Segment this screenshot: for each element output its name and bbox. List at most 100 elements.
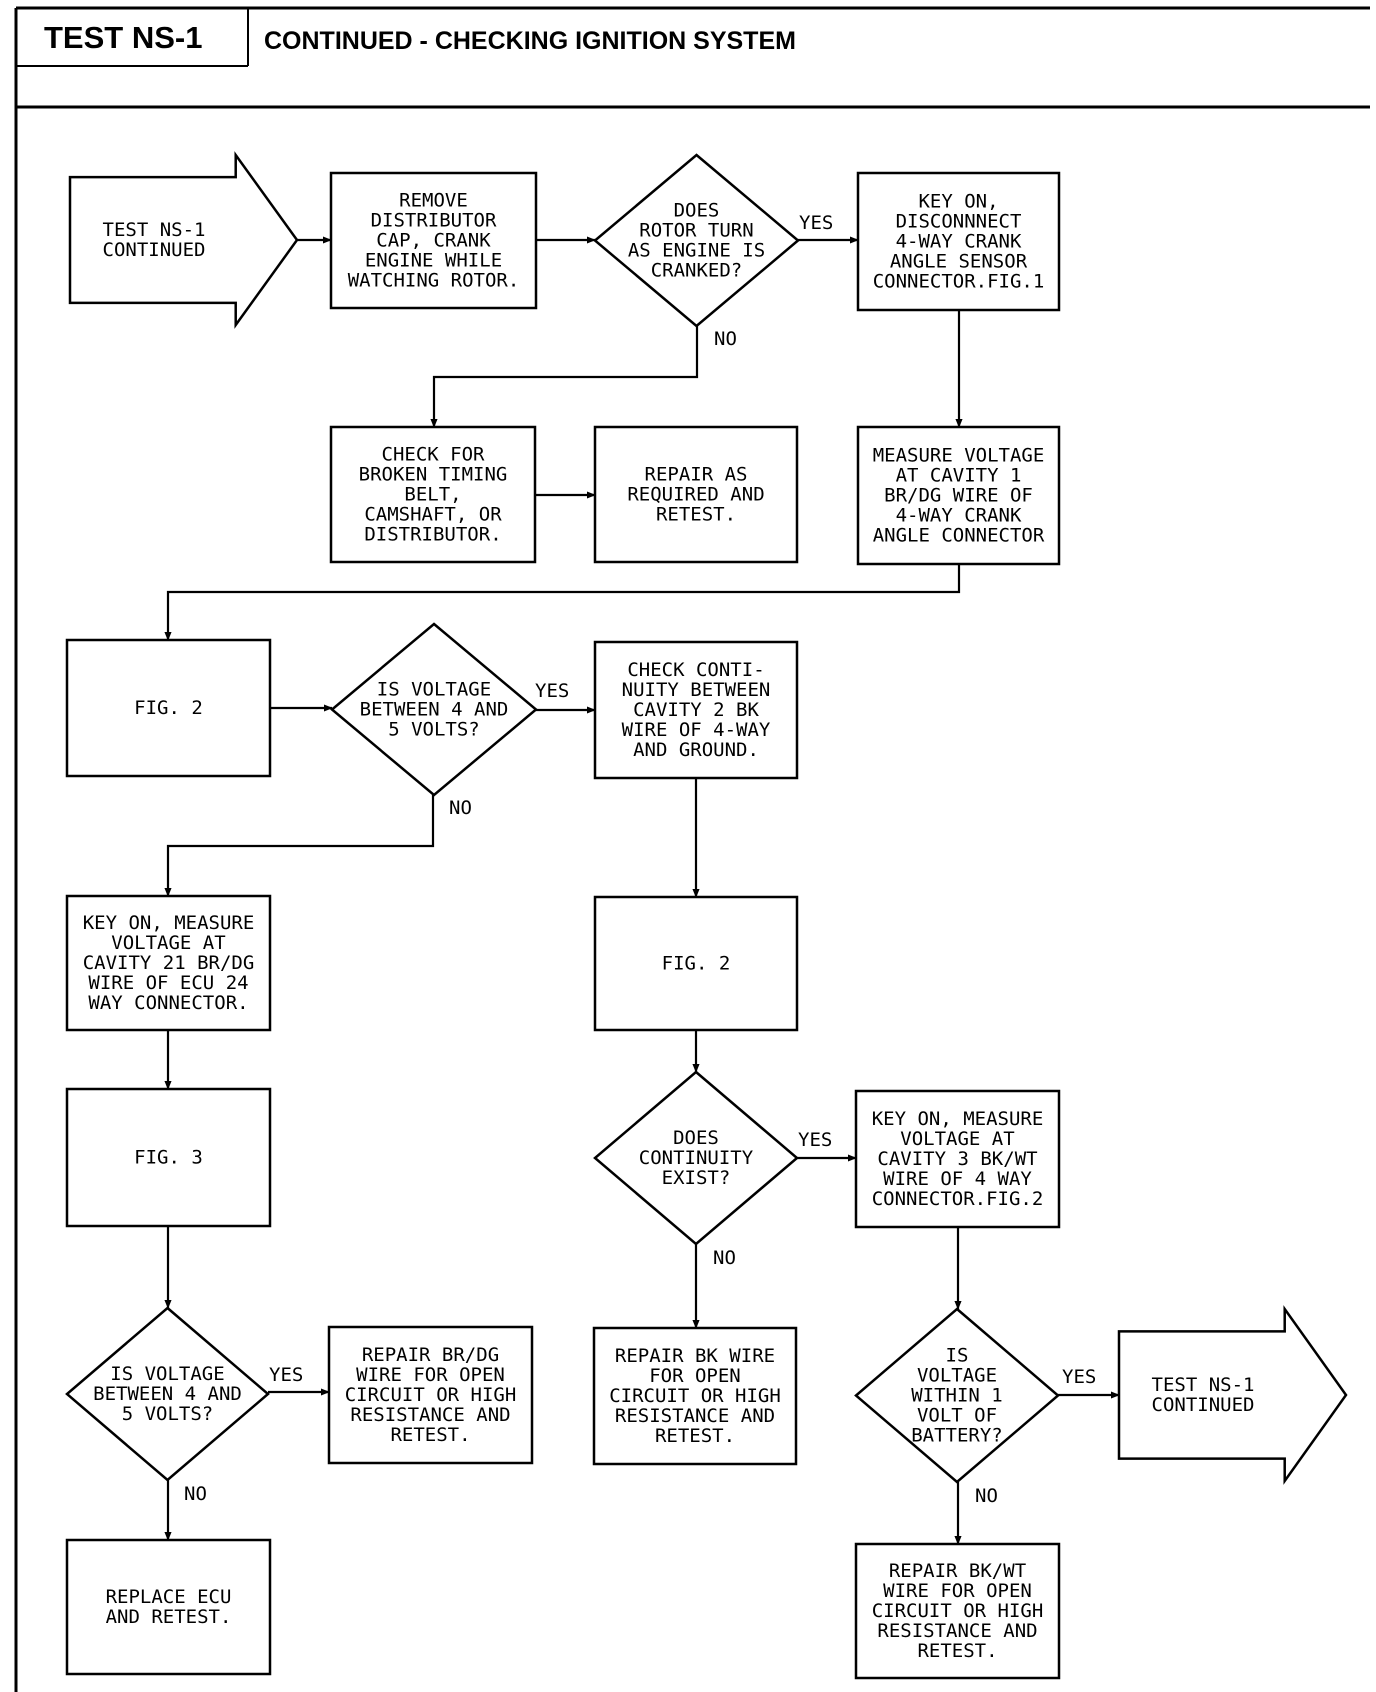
node-text-line: WIRE OF 4-WAY [622,719,771,741]
node-text-line: CRANKED? [651,260,743,282]
node-fig2-a: FIG. 2 [65,638,272,778]
node-shape [1117,1305,1348,1485]
node-text-line: DISCONNNECT [896,211,1022,233]
node-text-line: IS VOLTAGE [110,1363,224,1385]
node-text-line: KEY ON, MEASURE [83,912,255,934]
node-text-line: CHECK CONTI- [627,659,764,681]
node-text-line: REPAIR AS [645,464,748,486]
node-shape [856,425,1061,566]
node-text-line: REPAIR BR/DG [362,1344,499,1366]
node-text-line: NUITY BETWEEN [622,679,771,701]
node-shape [65,1538,272,1676]
node-text-line: REPAIR BK WIRE [615,1345,775,1367]
label-yes-rotor: YES [799,212,833,234]
node-text-line: FOR OPEN [649,1365,741,1387]
node-text-line: RESISTANCE AND [350,1404,510,1426]
node-shape [65,638,272,778]
node-shape [854,1089,1061,1229]
page-title: CONTINUED - CHECKING IGNITION SYSTEM [264,27,796,55]
node-text-line: BR/DG WIRE OF [884,485,1033,507]
label-yes-voltage-b: YES [269,1364,303,1386]
node-text-line: ROTOR TURN [639,220,753,242]
node-text-line: ENGINE WHILE [365,250,502,272]
arrow-measure-to-fig2 [164,564,961,641]
node-text-line: 5 VOLTS? [388,719,480,741]
node-text-line: CIRCUIT OR HIGH [609,1385,781,1407]
node-text-line: WIRE FOR OPEN [356,1364,505,1386]
node-text-line: CONTINUITY [639,1147,754,1169]
node-text-line: BATTERY? [911,1425,1003,1447]
node-shape [65,1087,272,1228]
node-text-line: KEY ON, MEASURE [872,1108,1044,1130]
node-shape [593,153,800,328]
label-no-voltage-b: NO [184,1483,207,1505]
node-text-line: WAY CONNECTOR. [88,992,248,1014]
node-text-line: AT CAVITY 1 [896,465,1022,487]
node-text-line: WATCHING ROTOR. [348,270,520,292]
node-text-line: CAP, CRANK [376,230,491,252]
node-text-line: FIG. 3 [134,1147,203,1169]
node-text-line: DOES [673,1127,719,1149]
node-text-line: BETWEEN 4 AND [360,699,509,721]
node-text-line: RETEST. [655,1425,735,1447]
node-text-line: FIG. 2 [134,697,203,719]
node-text-line: CIRCUIT OR HIGH [345,1384,517,1406]
node-text-line: IS [946,1345,969,1367]
label-yes-voltage-a: YES [535,680,569,702]
header-frame [14,6,1370,1692]
node-text-line: CONNECTOR.FIG.2 [872,1188,1044,1210]
node-shape [593,425,799,564]
test-id-label: TEST NS-1 [44,20,203,55]
node-text-line: DISTRIBUTOR. [364,524,501,546]
node-text-line: TEST NS-1 [103,219,206,241]
node-text-line: CAVITY 21 BR/DG [83,952,255,974]
node-text-line: CONNECTOR.FIG.1 [873,271,1045,293]
arrow-rotor-no [430,326,699,428]
node-text-line: CHECK FOR [382,444,486,466]
node-text-line: CAVITY 3 BK/WT [877,1148,1037,1170]
node-shape [856,171,1061,312]
node-shape [593,1070,799,1246]
node-text-line: VOLTAGE AT [111,932,225,954]
node-text-line: BROKEN TIMING [359,464,508,486]
node-text-line: REMOVE [399,190,468,212]
node-text-line: KEY ON, [918,191,998,213]
node-text-line: DISTRIBUTOR [371,210,497,232]
node-text-line: ANGLE CONNECTOR [873,525,1045,547]
node-text-line: IS VOLTAGE [377,679,491,701]
node-text-line: CONTINUED [1152,1394,1255,1416]
node-fig3: FIG. 3 [65,1087,272,1228]
node-text-line: WITHIN 1 [911,1385,1003,1407]
node-text-line: 4-WAY CRANK [896,505,1022,527]
node-text-line: MEASURE VOLTAGE [873,445,1045,467]
node-text-line: DOES [674,200,720,222]
node-text-line: 4-WAY CRANK [896,231,1022,253]
node-text-line: VOLTAGE [917,1365,997,1387]
node-shape [65,894,272,1032]
node-text-line: FIG. 2 [662,953,731,975]
node-text-line: REPAIR BK/WT [889,1560,1026,1582]
branch-labels: YES NO YES NO YES NO YES NO YES NO [184,212,1096,1507]
node-text-line: RETEST. [390,1424,470,1446]
node-fig2-b: FIG. 2 [593,895,799,1032]
node-shape [330,622,538,797]
